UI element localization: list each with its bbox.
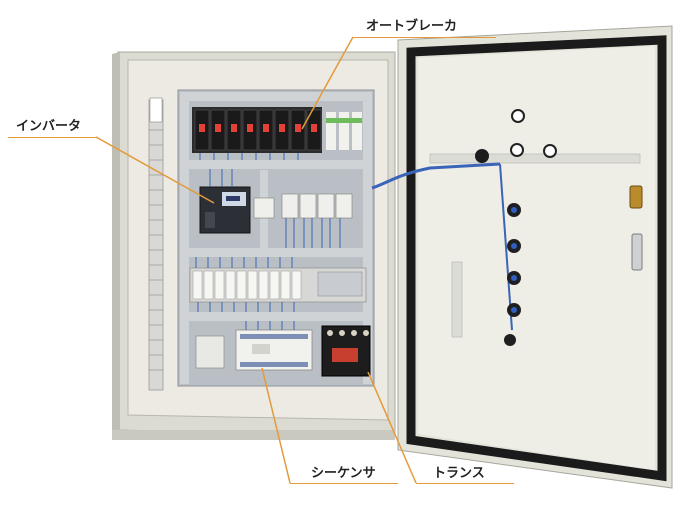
control-wiring bbox=[195, 153, 341, 330]
sequencer-callout-label: シーケンサ bbox=[311, 466, 376, 481]
transformer-unit bbox=[321, 325, 371, 377]
transformer-callout-underline bbox=[416, 483, 514, 484]
relay-blocks bbox=[253, 193, 353, 219]
left-terminal-strip bbox=[148, 99, 164, 391]
inverter-unit bbox=[199, 186, 251, 234]
sequencer-plc bbox=[195, 329, 313, 371]
terminal-row bbox=[189, 267, 367, 303]
callout-leader-lines bbox=[95, 36, 417, 484]
circuit-breaker-row bbox=[192, 107, 362, 153]
transformer-callout-label: トランス bbox=[433, 466, 485, 481]
breaker-callout-underline bbox=[353, 37, 496, 38]
door-latch bbox=[629, 185, 643, 271]
inverter-callout-underline bbox=[8, 137, 96, 138]
sequencer-callout-underline bbox=[290, 483, 398, 484]
inverter-callout-label: インバータ bbox=[16, 119, 82, 134]
breaker-callout-label: オートブレーカ bbox=[366, 19, 458, 34]
cabinet-door bbox=[371, 25, 673, 489]
door-indicator-lamps bbox=[475, 109, 557, 346]
